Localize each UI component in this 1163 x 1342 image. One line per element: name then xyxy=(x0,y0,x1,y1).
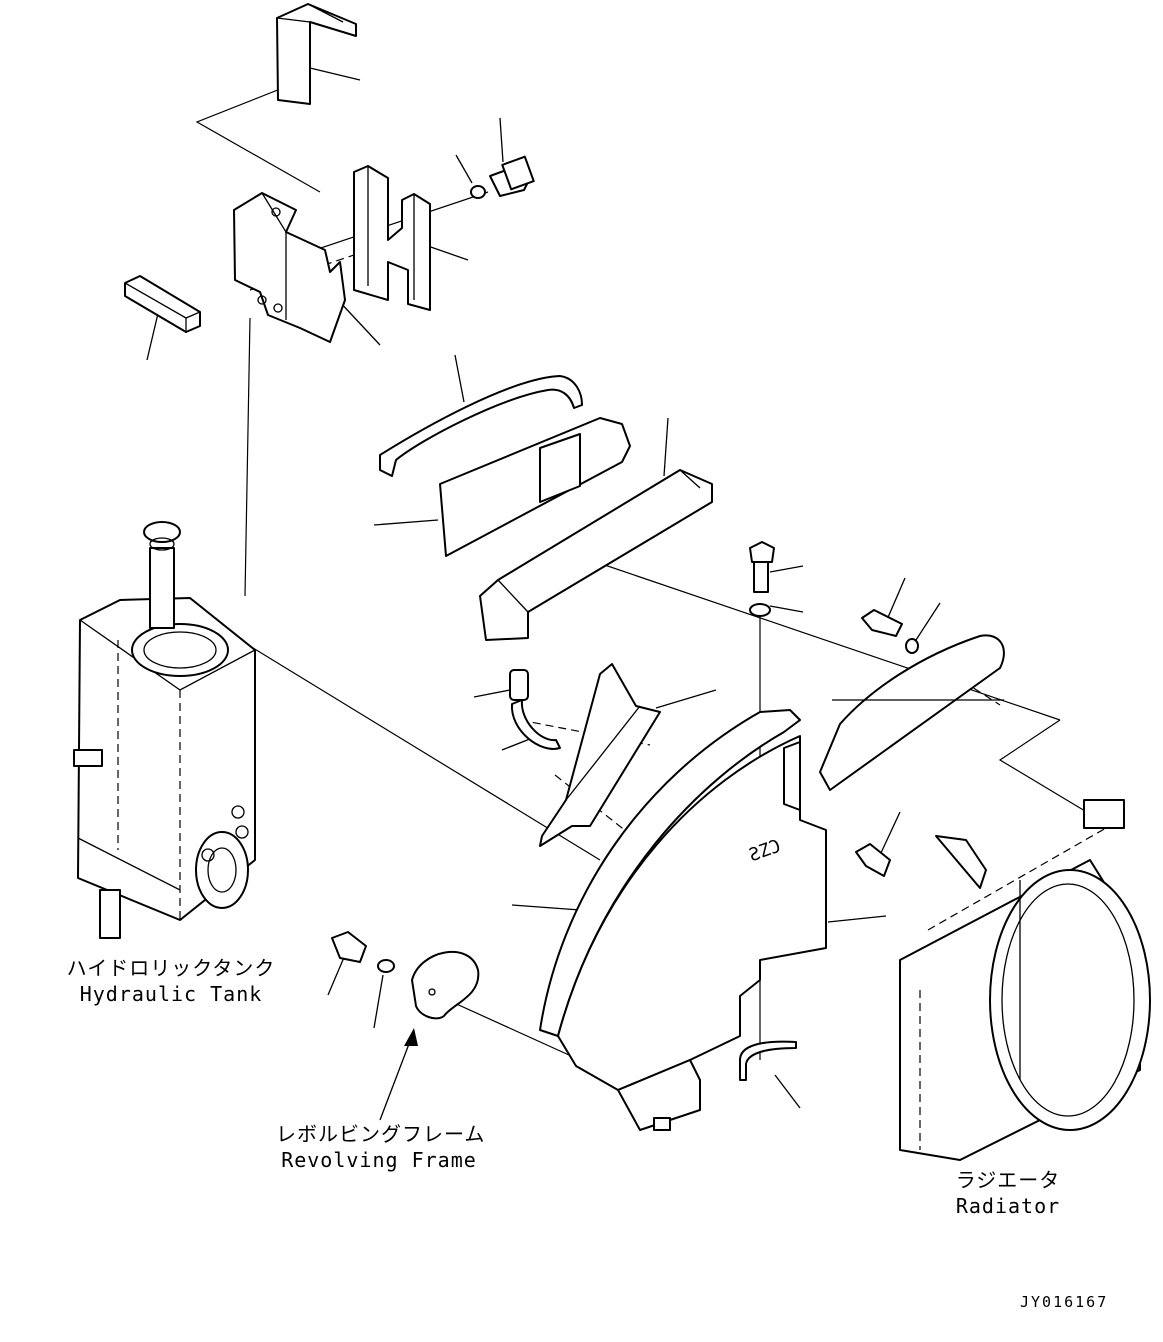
radiator-label-en: Radiator xyxy=(955,1194,1061,1218)
vertical-bolt xyxy=(749,541,775,617)
radiator-drawing xyxy=(899,799,1151,1161)
window-panel xyxy=(439,417,631,557)
revolving-frame-label-en: Revolving Frame xyxy=(281,1148,477,1172)
curved-shroud-cover: ƧZƆ xyxy=(539,709,827,1131)
right-bolt-lower xyxy=(855,843,891,877)
hydraulic-tank-label-en: Hydraulic Tank xyxy=(79,982,263,1006)
bent-rod xyxy=(739,1040,797,1081)
radiator-label-jp: ラジエータ xyxy=(955,1168,1061,1192)
right-bolt-upper xyxy=(861,609,919,654)
revolving-frame-arrow xyxy=(379,1028,418,1121)
mounting-bracket xyxy=(539,663,661,847)
hose-connector xyxy=(509,669,561,750)
drawing-code: JY016167 xyxy=(1020,1293,1109,1311)
hydraulic-tank-label-jp: ハイドロリックタンク xyxy=(66,956,276,980)
square-bar xyxy=(124,275,201,333)
upper-right-shroud xyxy=(783,634,1005,811)
lower-left-bolt xyxy=(331,931,480,1020)
h-shaped-insulation xyxy=(353,165,431,311)
revolving-frame-label-jp: レボルビングフレーム xyxy=(276,1122,486,1146)
hydraulic-tank-drawing xyxy=(73,521,256,939)
bracket-plate xyxy=(233,192,346,343)
long-foam-block xyxy=(479,469,713,641)
l-shaped-insulation-block xyxy=(276,3,357,105)
top-bolt-assembly xyxy=(470,155,535,199)
curved-seal-strip xyxy=(379,375,583,477)
leader-lines xyxy=(146,67,941,1109)
